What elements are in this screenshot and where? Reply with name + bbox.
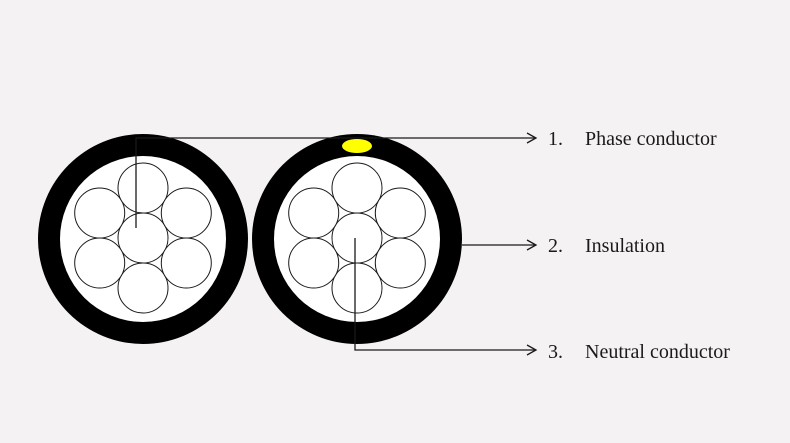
strand-outer <box>74 237 126 289</box>
neutral-cable <box>252 134 462 344</box>
label-number: 2. <box>548 235 563 257</box>
label-neutral: 3. Neutral conductor <box>548 341 730 363</box>
strand-outer <box>117 262 169 314</box>
strand-outer <box>74 187 126 239</box>
label-phase: 1. Phase conductor <box>548 128 717 150</box>
strand-center <box>117 212 169 264</box>
identification-marker <box>342 139 372 153</box>
label-text: Neutral conductor <box>585 341 730 363</box>
leader-neutral <box>354 238 535 351</box>
strand-outer <box>374 237 426 289</box>
leader-phase <box>135 137 535 228</box>
strand-outer <box>374 187 426 239</box>
phase-cable <box>38 134 248 344</box>
arrow-neutral <box>526 344 538 356</box>
strand-outer <box>160 187 212 239</box>
leader-lines <box>135 132 538 356</box>
neutral-strands <box>288 162 426 314</box>
strand-outer <box>288 237 340 289</box>
strand-center <box>331 212 383 264</box>
label-number: 1. <box>548 128 563 150</box>
strand-outer <box>331 262 383 314</box>
strand-outer <box>160 237 212 289</box>
label-text: Phase conductor <box>585 128 717 150</box>
label-text: Insulation <box>585 235 665 257</box>
strand-outer <box>117 162 169 214</box>
strand-outer <box>331 162 383 214</box>
arrow-insulation <box>526 239 538 251</box>
label-insulation: 2. Insulation <box>548 235 665 257</box>
strand-outer <box>288 187 340 239</box>
phase-strands <box>74 162 212 314</box>
arrow-phase <box>526 132 538 144</box>
label-number: 3. <box>548 341 563 363</box>
